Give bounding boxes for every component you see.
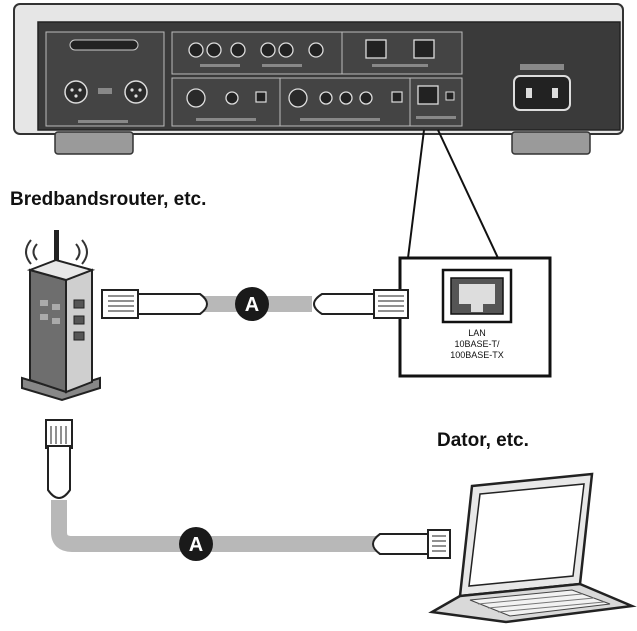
router-body-side: [65, 268, 93, 394]
lan-label-speed-1: 10BASE-T/: [454, 339, 500, 349]
rj45-plug-router-end: [135, 293, 208, 315]
cable-marker-bottom: [179, 527, 213, 561]
rj45-plug-computer-end: [372, 533, 433, 555]
router-body-top: [26, 258, 96, 282]
lan-label: LAN: [468, 328, 486, 338]
laptop-screen: [468, 483, 585, 587]
broadband-router: [21, 230, 101, 402]
cable-marker-top: [235, 287, 269, 321]
lan-cable-router-to-device: A: [101, 287, 409, 321]
router-stand: [21, 376, 101, 402]
cable-segment-bottom: [51, 500, 380, 552]
router-antenna: [54, 230, 59, 268]
cable-marker-top-label: A: [245, 294, 259, 316]
lan-cable-router-to-computer: A: [45, 419, 451, 561]
device-foot-right: [511, 131, 591, 155]
rj45-plug-router-bottom: [47, 445, 71, 499]
lan-zoom-callout: LAN 10BASE-T/ 100BASE-TX: [398, 129, 552, 378]
router-caption: Bredbandsrouter, etc.: [10, 189, 207, 210]
device-rear-panel: [13, 3, 624, 155]
network-ports-section: [341, 31, 463, 75]
lan-label-speed-2: 100BASE-TX: [450, 350, 504, 360]
wifi-signal-icon-right: [75, 239, 88, 265]
router-body-front: [29, 268, 67, 394]
device-foot-left: [54, 131, 134, 155]
ac-inlet: [513, 75, 571, 111]
rj45-plug-device-end: [313, 293, 377, 315]
xlr-out-left: [64, 80, 88, 104]
wifi-signal-icon-left: [25, 239, 38, 265]
balanced-connector-strip: [69, 39, 139, 51]
cable-marker-bottom-label: A: [189, 534, 203, 556]
computer-caption: Dator, etc.: [437, 430, 529, 451]
laptop-computer: [428, 472, 637, 624]
xlr-out-right: [124, 80, 148, 104]
device-lan-port: [417, 85, 439, 105]
